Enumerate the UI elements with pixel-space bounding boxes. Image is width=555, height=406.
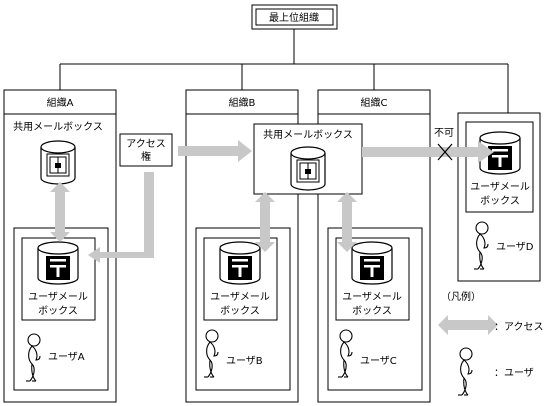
user-c-mailbox-label-1: ユーザメール <box>342 291 402 303</box>
user-b-label: ユーザB <box>226 355 263 367</box>
legend: （凡例） ：アクセス ：ユーザ <box>441 290 544 396</box>
user-a-mailbox-label-1: ユーザメール <box>28 291 88 303</box>
top-org-label: 最上位組織 <box>269 11 319 24</box>
org-a-shared-mailbox-label: 共用メールボックス <box>13 121 103 133</box>
legend-user-label: ：ユーザ <box>494 367 534 379</box>
org-a-box: 組織A 共用メールボックス ユーザメール ボックス ユーザA <box>3 89 117 403</box>
access-right-path-arrow <box>88 172 154 263</box>
org-c-label: 組織C <box>361 96 388 109</box>
user-b-mailbox-icon <box>219 241 261 285</box>
user-d-label: ユーザD <box>496 241 534 253</box>
tree-connectors <box>59 29 509 113</box>
user-a-mailbox-icon <box>37 241 79 285</box>
user-c-label: ユーザC <box>360 355 397 367</box>
org-b-label: 組織B <box>229 96 256 109</box>
legend-title: （凡例） <box>441 290 481 303</box>
access-right-label-2: 権 <box>141 150 151 163</box>
user-a-label: ユーザA <box>48 351 85 363</box>
user-b-mailbox-label-1: ユーザメール <box>210 291 270 303</box>
shared-mailbox-bc: 共用メールボックス <box>253 123 363 195</box>
user-c-mailbox-label-2: ボックス <box>352 305 392 317</box>
user-b-mailbox-label-2: ボックス <box>220 305 260 317</box>
access-right-to-shared-arrow <box>178 140 252 162</box>
shared-mailbox-bc-label: 共用メールボックス <box>263 129 353 141</box>
not-allowed-mark: 不可 <box>434 128 454 161</box>
access-right-label-1: アクセス <box>126 138 166 150</box>
shared-mailbox-bc-safe-icon <box>290 146 326 191</box>
shared-to-user-d-arrow <box>362 141 494 163</box>
user-d-mailbox-label-1: ユーザメール <box>470 181 530 193</box>
legend-access-label: ：アクセス <box>494 321 544 333</box>
org-a-label: 組織A <box>47 96 74 109</box>
legend-arrow-icon <box>438 315 498 335</box>
user-c-mailbox-icon <box>351 241 393 285</box>
access-right-box: アクセス 権 <box>119 133 173 167</box>
access-arrows <box>50 140 498 335</box>
shared-mailbox-safe-icon <box>40 140 76 185</box>
top-org-node: 最上位組織 <box>251 4 338 30</box>
not-allowed-label: 不可 <box>434 128 454 139</box>
legend-person-icon <box>457 347 473 396</box>
user-d-mailbox-label-2: ボックス <box>480 195 520 207</box>
user-a-mailbox-label-2: ボックス <box>38 305 78 317</box>
user-d-box: ユーザメール ボックス ユーザD <box>457 112 541 282</box>
